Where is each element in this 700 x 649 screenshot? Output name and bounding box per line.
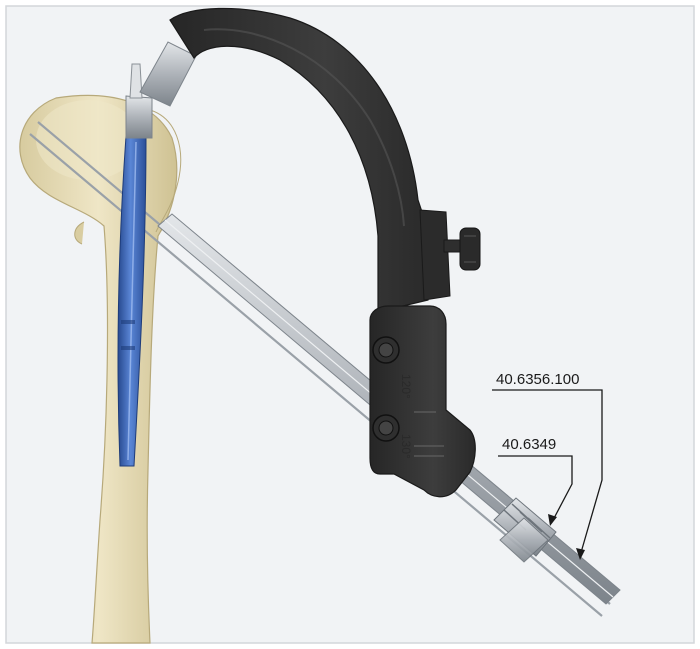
lower-locking-knob	[373, 415, 399, 441]
angle-engraving-120: 120°	[399, 374, 413, 399]
upper-locking-knob	[373, 337, 399, 363]
callout-label-pin: 40.6349	[502, 436, 556, 453]
callout-label-sleeve: 40.6356.100	[496, 371, 579, 388]
angle-engraving-130: 130°	[399, 434, 413, 459]
